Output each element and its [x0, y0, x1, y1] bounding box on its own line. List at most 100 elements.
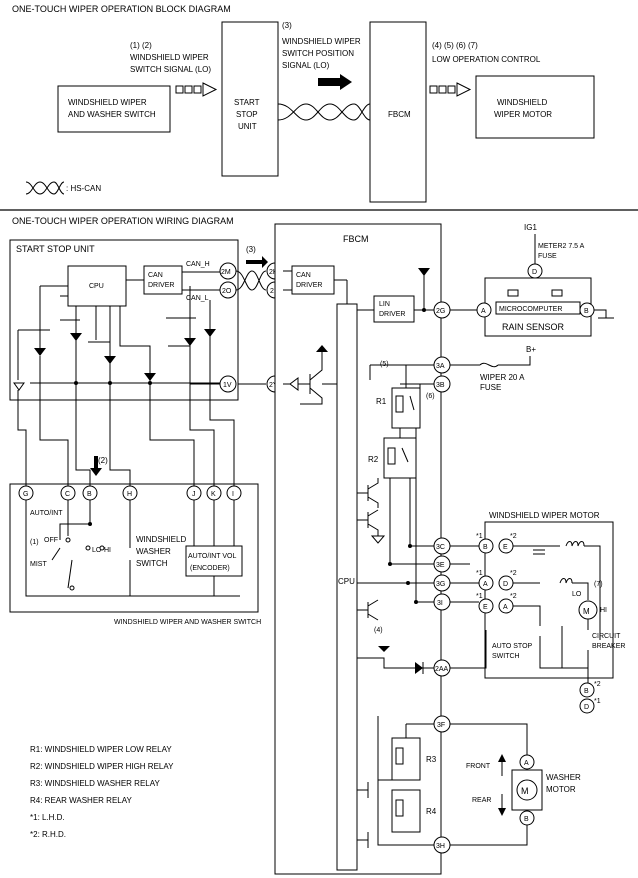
rear-label: REAR — [472, 797, 491, 804]
lin-driver-2: DRIVER — [379, 311, 405, 318]
svg-text:E: E — [503, 544, 508, 551]
svg-text:M: M — [521, 786, 529, 796]
ref-2-wiring: (2) — [98, 456, 108, 465]
fbcm-can-driver-2: DRIVER — [296, 282, 322, 289]
ref-7: (7) — [594, 581, 603, 588]
block-switch-label-2: AND WASHER SWITCH — [68, 110, 156, 119]
microcomputer-label: MICROCOMPUTER — [499, 306, 562, 313]
fbcm-can-driver-box — [291, 265, 335, 295]
lin-driver-box — [373, 295, 415, 323]
svg-text:M: M — [583, 607, 590, 616]
wiper-fuse-2: FUSE — [480, 383, 501, 392]
fbcm-title: FBCM — [343, 234, 369, 244]
washer-motor-1: WASHER — [546, 773, 581, 782]
svg-text:B: B — [483, 544, 488, 551]
switch-caption: WINDSHIELD WIPER AND WASHER SWITCH — [114, 619, 261, 626]
lo-label: LO — [572, 591, 582, 598]
svg-text:G: G — [23, 491, 28, 498]
auto-stop-1: AUTO STOP — [492, 643, 533, 650]
b-plus-label: B+ — [526, 345, 536, 354]
block-signal-1-label-2: SWITCH SIGNAL (LO) — [130, 65, 211, 74]
pin-2m: 2M — [221, 269, 231, 276]
pin-2i: 2I — [270, 288, 276, 295]
legend-rhd: *2: R.H.D. — [30, 830, 66, 839]
svg-text:A: A — [481, 308, 486, 315]
svg-text:*1: *1 — [594, 698, 601, 705]
breaker-2: BREAKER — [592, 643, 625, 650]
auto-int-vol-2: (ENCODER) — [190, 565, 230, 572]
block-signal-1-ref: (1) (2) — [130, 41, 152, 50]
svg-text:3H: 3H — [436, 843, 445, 850]
washer-motor-symbol — [516, 779, 538, 801]
block-legend-label: : HS-CAN — [66, 184, 101, 193]
legend-lhd: *1: L.H.D. — [30, 813, 65, 822]
hi-label: HI — [600, 607, 607, 614]
svg-text:C: C — [65, 491, 70, 498]
washer-motor-2: MOTOR — [546, 785, 576, 794]
legend-r3: R3: WINDSHIELD WASHER RELAY — [30, 779, 160, 788]
svg-text:2AA: 2AA — [435, 666, 449, 673]
block-signal-3-label-3: SIGNAL (LO) — [282, 61, 330, 70]
block-switch-label-1: WINDSHIELD WIPER — [68, 98, 147, 107]
block-ssu-label-1: START — [234, 98, 260, 107]
meter-fuse-2: FUSE — [538, 253, 557, 260]
block-signal-3-label-2: SWITCH POSITION — [282, 49, 354, 58]
svg-text:J: J — [192, 491, 196, 498]
svg-text:I: I — [232, 491, 234, 498]
svg-text:*2: *2 — [510, 593, 517, 600]
ref-1: (1) — [30, 539, 39, 546]
block-arrow-lin-2 — [429, 82, 472, 97]
block-legend-can-symbol — [25, 181, 65, 195]
svg-text:E: E — [483, 604, 488, 611]
ssu-title: START STOP UNIT — [16, 244, 95, 254]
lin-driver-1: LIN — [379, 301, 390, 308]
svg-text:*1: *1 — [476, 533, 483, 540]
pin-2y: 2Y — [269, 382, 278, 389]
svg-text:A: A — [483, 581, 488, 588]
block-motor-label-2: WIPER MOTOR — [494, 110, 552, 119]
block-signal-3-label: WINDSHIELD WIPER — [282, 37, 361, 46]
svg-text:*2: *2 — [594, 681, 601, 688]
svg-text:*1: *1 — [476, 570, 483, 577]
fbcm-pins: 2G 3A 3B 3C 3E 3G 3I 3F 3H 2AA — [433, 301, 451, 854]
svg-text:3A: 3A — [436, 363, 445, 370]
switch-pins: G C B H J K I — [18, 485, 242, 501]
svg-text:3B: 3B — [436, 382, 445, 389]
can-h-label: CAN_H — [186, 261, 210, 268]
ref-4: (4) — [374, 627, 383, 634]
can-l-label: CAN_L — [186, 295, 209, 302]
svg-text:*1: *1 — [476, 593, 483, 600]
svg-text:H: H — [127, 491, 132, 498]
mist-label: MIST — [30, 561, 47, 568]
fbcm-cpu-label: CPU — [338, 577, 355, 586]
wiper-fuse-1: WIPER 20 A — [480, 373, 525, 382]
fbcm-cpu-box — [336, 303, 358, 871]
svg-text:3C: 3C — [436, 544, 445, 551]
block-arrow-lin-1 — [175, 82, 218, 97]
block-motor-box — [475, 75, 595, 139]
block-hs-can-line — [277, 103, 371, 121]
hi-switch-label: HI — [104, 547, 111, 554]
block-ssu-label-3: UNIT — [238, 122, 257, 131]
pin-2o: 2O — [222, 288, 232, 295]
lo-switch-label: LO — [92, 547, 102, 554]
pin-2k: 2K — [269, 269, 278, 276]
svg-text:3F: 3F — [437, 722, 445, 729]
block-signal-4-label: LOW OPERATION CONTROL — [432, 55, 541, 64]
relay-legend: R1: WINDSHIELD WIPER LOW RELAY R2: WINDS… — [30, 745, 174, 839]
svg-text:D: D — [503, 581, 508, 588]
block-ssu-box — [221, 21, 279, 177]
relay-r3-label: R3 — [426, 755, 437, 764]
rain-sensor-label: RAIN SENSOR — [502, 322, 565, 332]
block-motor-label-1: WINDSHIELD — [497, 98, 547, 107]
block-fbcm-box — [369, 21, 427, 203]
svg-text:D: D — [584, 704, 589, 711]
auto-int-vol-1: AUTO/INT VOL — [188, 553, 236, 560]
legend-r1: R1: WINDSHIELD WIPER LOW RELAY — [30, 745, 172, 754]
washer-switch-2: WASHER — [136, 547, 171, 556]
svg-text:D: D — [532, 269, 537, 276]
ref-6: (6) — [426, 393, 435, 400]
svg-text:*2: *2 — [510, 533, 517, 540]
svg-text:2G: 2G — [436, 308, 445, 315]
svg-text:3I: 3I — [437, 600, 443, 607]
